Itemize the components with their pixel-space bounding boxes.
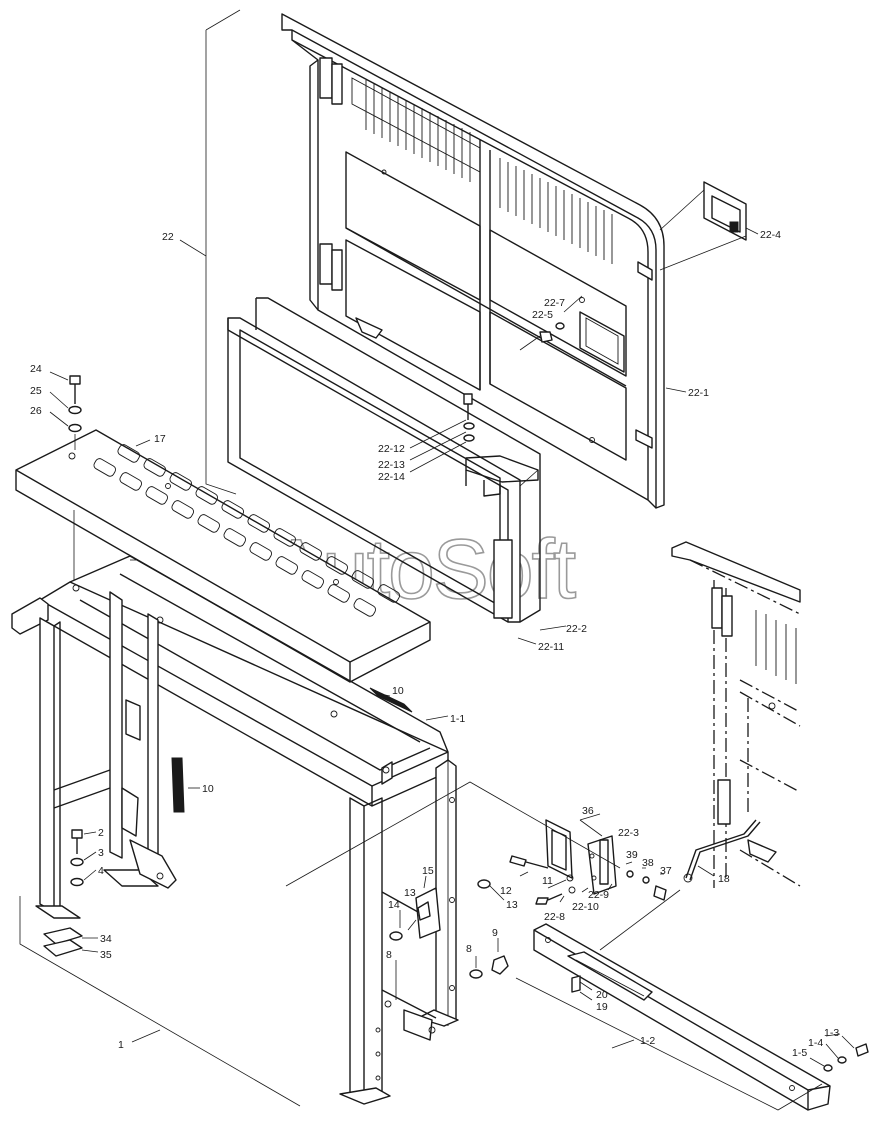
callout-22-1: 22-1 [688,387,709,399]
top-plate-17 [15,429,431,683]
callout-1-3: 1-3 [824,1027,839,1039]
callout-37: 37 [660,865,672,877]
callout-12: 12 [500,885,512,897]
callout-4: 4 [98,865,104,877]
callout-3: 3 [98,847,104,859]
callout-10-top: 10 [392,685,404,697]
callout-18: 18 [718,873,730,885]
rod-18 [683,819,761,883]
callout-13-right: 13 [506,899,518,911]
callout-22-2: 22-2 [566,623,587,635]
bolt-24-washers [49,371,82,450]
callout-34: 34 [100,933,112,945]
hinge-assembly [509,819,667,905]
callout-22-9: 22-9 [588,889,609,901]
stand-frame [11,555,459,1105]
bolt-22-5 [519,295,583,351]
callout-9: 9 [492,927,498,939]
door-frame [227,297,541,623]
callout-19: 19 [596,1001,608,1013]
label-leaders [131,227,841,1049]
callout-22-7: 22-7 [544,297,565,309]
callout-10-left: 10 [202,783,214,795]
assembly-boundary-lines [19,9,823,1111]
callout-14: 14 [388,899,400,911]
callout-22-12: 22-12 [378,443,405,455]
callout-22-3: 22-3 [618,827,639,839]
callout-1-2: 1-2 [640,1035,655,1047]
callout-22: 22 [162,231,174,243]
rail-1-2 [533,923,869,1111]
callout-25: 25 [30,385,42,397]
callout-1-1: 1-1 [450,713,465,725]
hinge-bracket [389,875,509,1000]
callout-13-left: 13 [404,887,416,899]
callout-15: 15 [422,865,434,877]
callout-26: 26 [30,405,42,417]
foot-bolt-pads [43,829,99,957]
callout-22-5: 22-5 [532,309,553,321]
bracket-22-4 [659,181,747,271]
callout-20: 20 [596,989,608,1001]
callout-24: 24 [30,363,42,375]
callout-2: 2 [98,827,104,839]
frame-bolt-washers [409,393,475,473]
callout-22-10: 22-10 [572,901,599,913]
callout-labels: 22 22-4 22-7 22-5 22-1 22-12 22-13 22-14… [30,229,839,1059]
callout-38: 38 [642,857,654,869]
callout-1-5: 1-5 [792,1047,807,1059]
callout-17: 17 [154,433,166,445]
callout-22-4: 22-4 [760,229,781,241]
callout-8-left: 8 [386,949,392,961]
callout-35: 35 [100,949,112,961]
side-door-panel [281,13,665,509]
callout-22-8: 22-8 [544,911,565,923]
callout-22-14: 22-14 [378,471,405,483]
callout-22-13: 22-13 [378,459,405,471]
callout-8-right: 8 [466,943,472,955]
adjacent-door-fragment [671,541,801,888]
callout-39: 39 [626,849,638,861]
callout-1-4: 1-4 [808,1037,823,1049]
callout-22-11: 22-11 [538,641,564,653]
callout-1: 1 [118,1039,124,1051]
callout-11: 11 [542,875,553,887]
callout-36: 36 [582,805,594,817]
